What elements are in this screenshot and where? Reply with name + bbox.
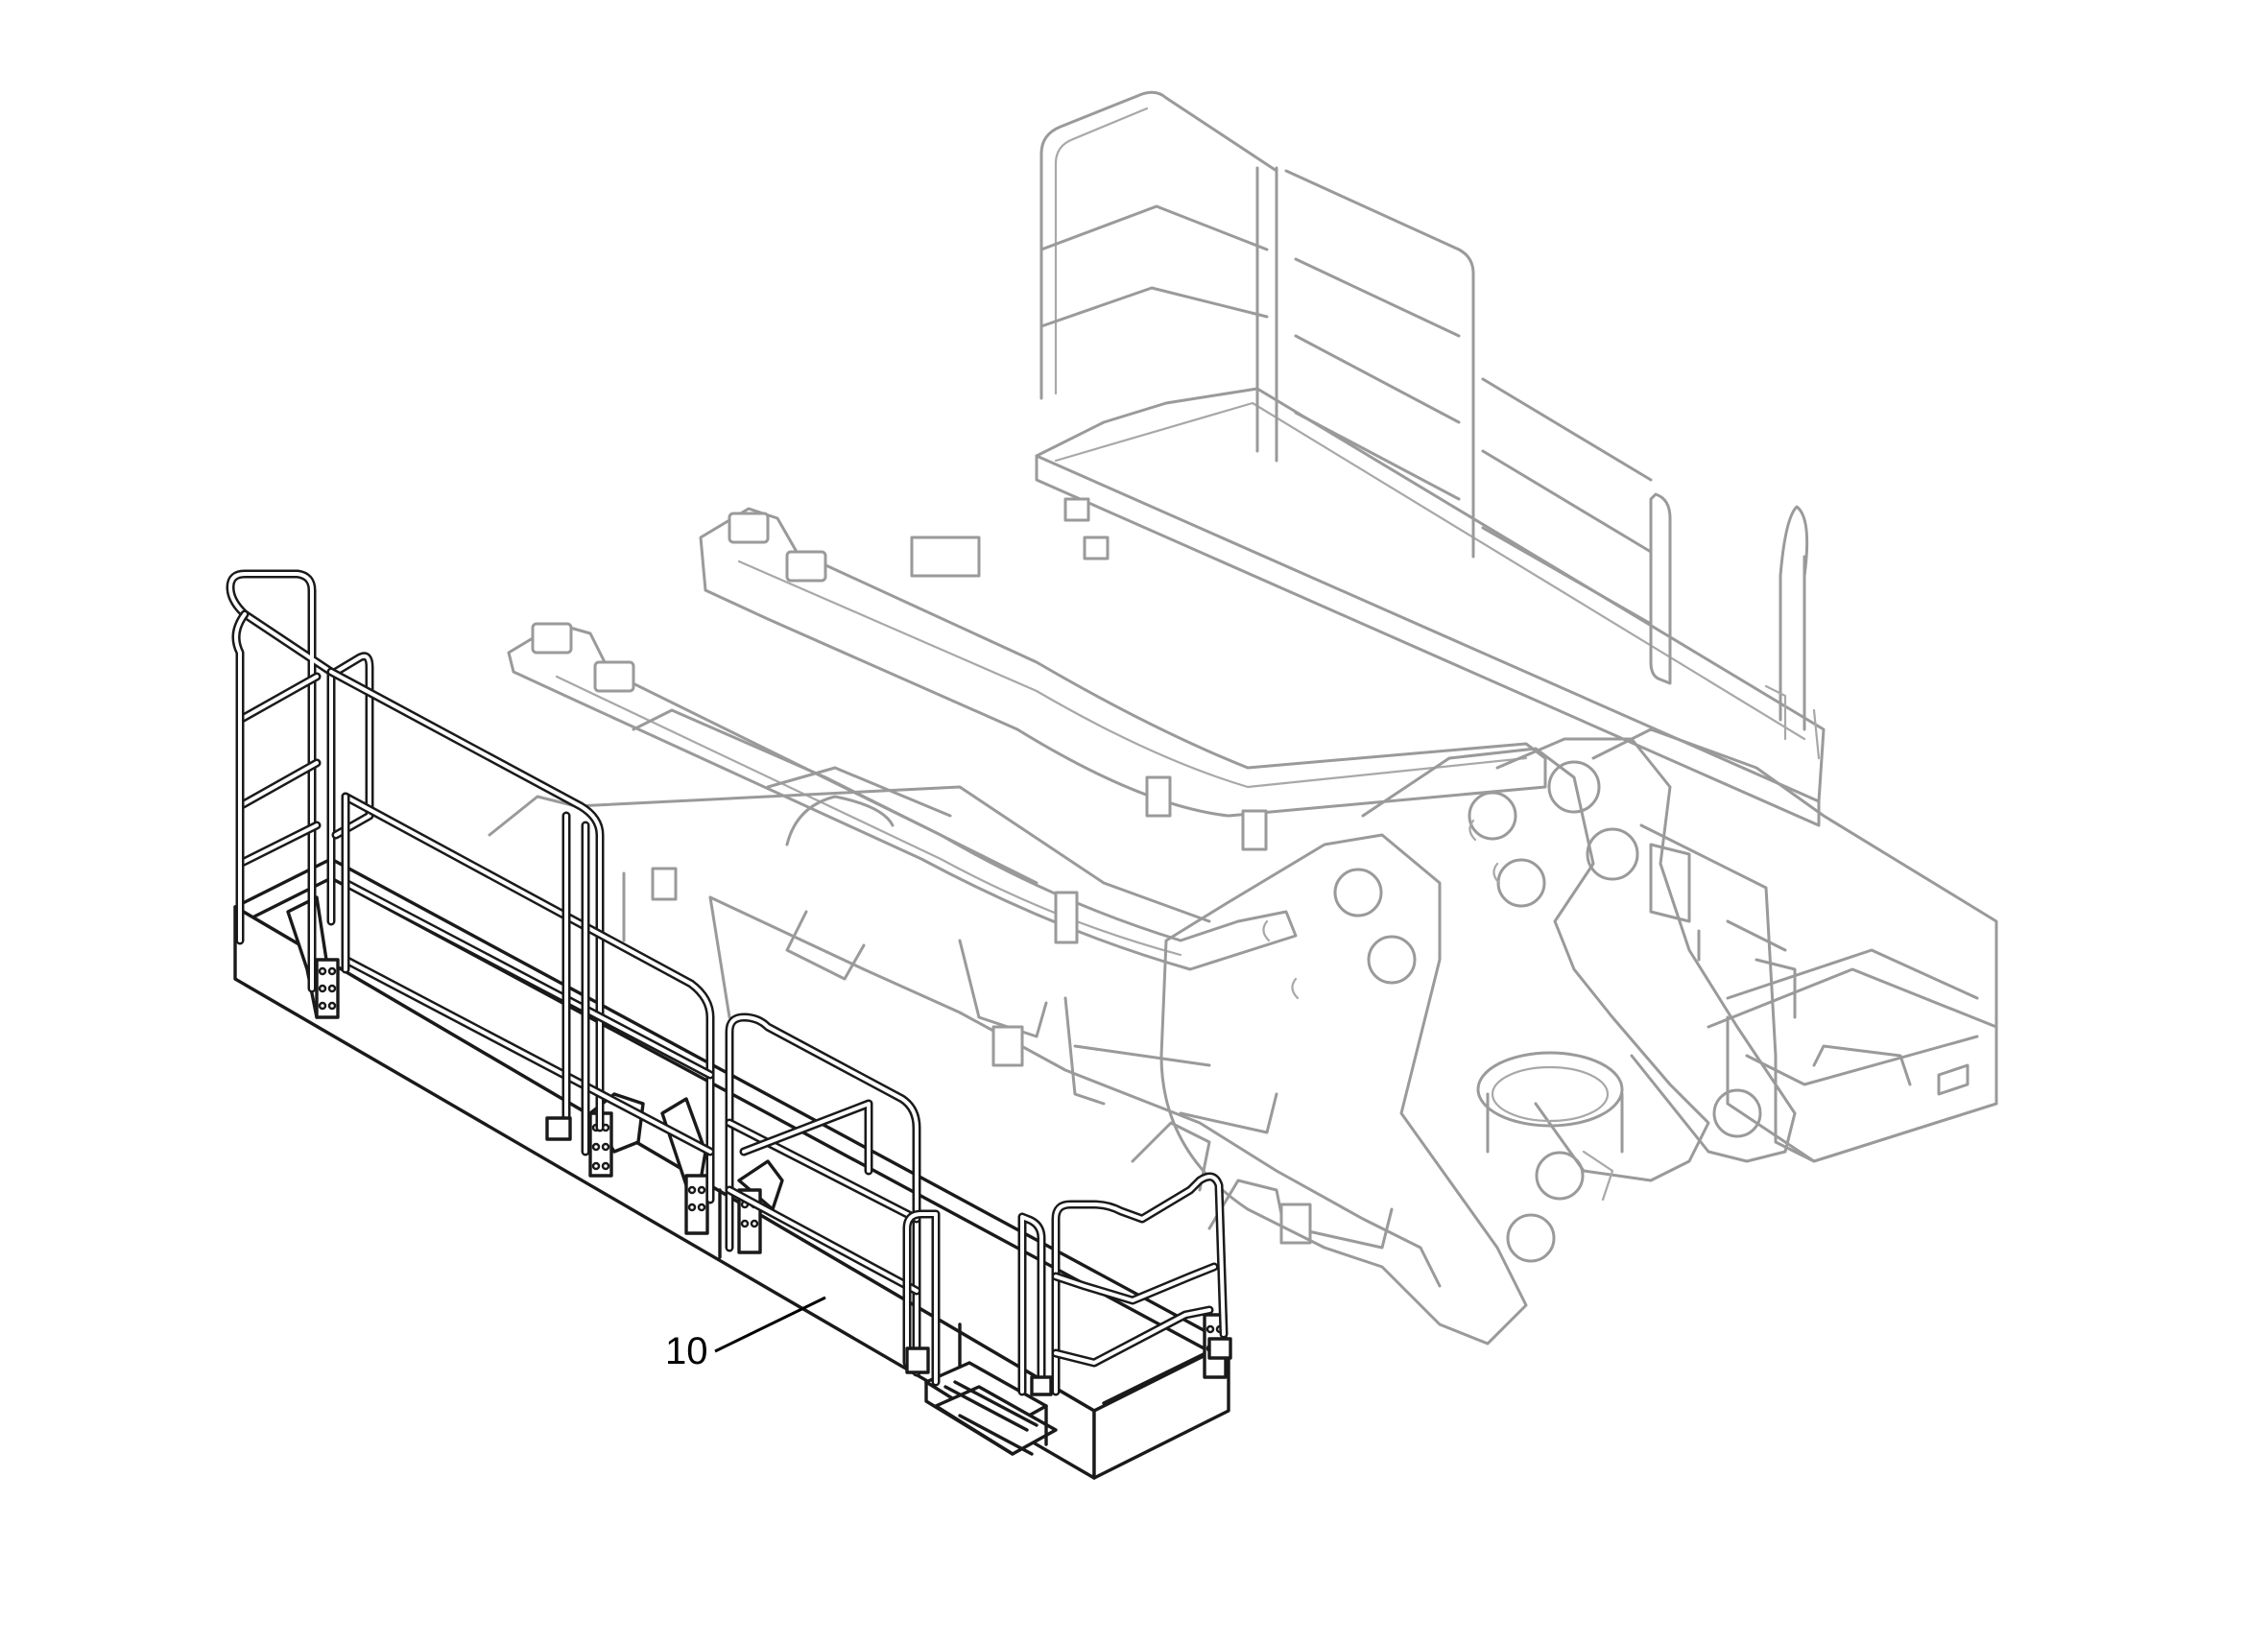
walkway-with-railings	[226, 569, 1232, 1480]
counterweight-bed-outline	[1591, 727, 1998, 1163]
uppercarriage-frame-outline	[488, 90, 1998, 1346]
rear-platform-outline	[1035, 90, 1826, 827]
post-base-plates	[545, 1116, 1232, 1396]
handrail-frame	[226, 569, 1229, 1396]
callout-label: 10	[665, 1330, 708, 1372]
callout-10: 10	[665, 1296, 826, 1372]
main-frame-body-outline	[488, 708, 1442, 1288]
access-step	[924, 1361, 1058, 1456]
longitudinal-girders-outline	[507, 497, 1547, 971]
boom-pivot-plates-outline	[1159, 737, 1797, 1346]
callout-leader-line	[714, 1296, 826, 1353]
